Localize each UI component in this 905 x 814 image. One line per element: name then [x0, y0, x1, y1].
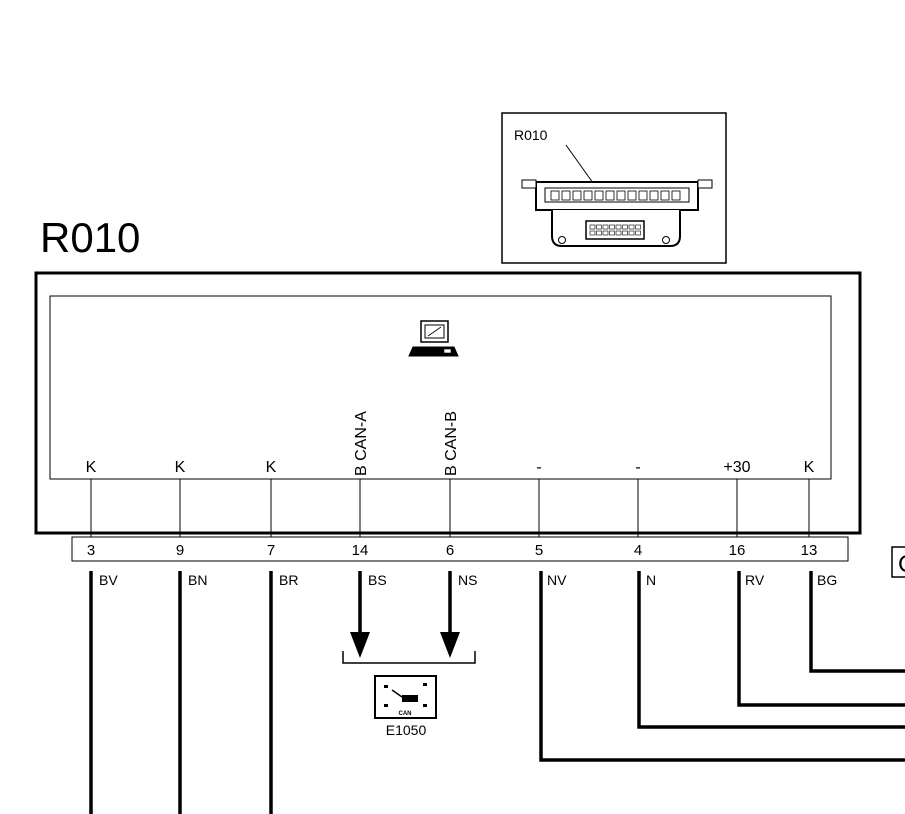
connector-pin-slot [615, 230, 622, 236]
edge-fragment: C [898, 551, 905, 578]
pin-number: 16 [729, 542, 746, 559]
inset-label: R010 [514, 127, 548, 143]
pin-strip [71, 536, 849, 562]
wire-color-label: RV [745, 572, 765, 588]
wire-rv [737, 571, 905, 707]
connector-pin-slot [622, 230, 628, 236]
pin-5: - 5NV [535, 459, 567, 588]
pin-number: 7 [267, 542, 275, 559]
pin-function-label: B CAN-B [443, 411, 460, 476]
connector-tooth [649, 190, 659, 201]
pin-function-label: K [86, 459, 97, 476]
ecu-box [34, 271, 862, 535]
pin-function-label: +30 [723, 459, 750, 476]
connector-tooth [583, 190, 593, 201]
connector-pin-slot [635, 230, 641, 236]
wire-color-label: BN [188, 572, 207, 588]
pin-6: B CAN-B 6NS [440, 411, 477, 658]
can-network-icon: CAN [374, 675, 437, 719]
connector-pin-slot [609, 230, 615, 236]
connector-pin-slot [628, 224, 635, 230]
connector-pin-slot [589, 230, 596, 236]
wire-n [637, 571, 905, 729]
pin-number: 14 [352, 542, 369, 559]
can-bracket [342, 651, 476, 664]
edge-box [891, 546, 905, 578]
connector-tooth [616, 190, 626, 201]
connector-tooth [627, 190, 637, 201]
wire-color-label: N [646, 572, 656, 588]
can-network-label: E1050 [386, 722, 427, 738]
wire-color-label: BV [99, 572, 118, 588]
wire-color-label: NS [458, 572, 477, 588]
pin-number: 5 [535, 542, 543, 559]
wire-color-label: NV [547, 572, 567, 588]
pin-function-label: K [804, 459, 815, 476]
connector-tooth [605, 190, 615, 201]
pin-number: 6 [446, 542, 454, 559]
connector-inset: R010 [501, 112, 727, 264]
connector-pin-slot [609, 224, 615, 230]
connector-pin-slot [596, 224, 602, 230]
pin-9: K 9BN [175, 459, 207, 814]
wire-nv [539, 571, 905, 762]
pin-function-label: - [635, 459, 640, 476]
connector-tooth [561, 190, 571, 201]
harness-wires [539, 571, 905, 762]
pin-4: - 4N [634, 459, 656, 588]
connector-pin-slot [615, 224, 622, 230]
wire-color-label: BS [368, 572, 387, 588]
connector-tooth [638, 190, 648, 201]
component-title: R010 [40, 214, 140, 261]
arrow-down-icon [350, 632, 370, 658]
connector-tooth [660, 190, 670, 201]
connector-icon [521, 179, 713, 247]
pin-number: 13 [801, 542, 818, 559]
connector-pin-slot [622, 224, 628, 230]
connector-pin-slot [589, 224, 596, 230]
connector-pin-slot [635, 224, 641, 230]
pin-function-label: - [536, 459, 541, 476]
wire-color-label: BG [817, 572, 837, 588]
arrow-down-icon [440, 632, 460, 658]
pin-3: K 3BV [86, 459, 118, 814]
pin-number: 9 [176, 542, 184, 559]
wire-color-label: BR [279, 572, 298, 588]
pin-function-label: B CAN-A [353, 411, 370, 476]
connector-pin-slot [596, 230, 602, 236]
wire-bg [809, 571, 905, 673]
connector-pin-slot [628, 230, 635, 236]
computer-icon [408, 320, 459, 357]
pin-function-label: K [175, 459, 186, 476]
connector-pin-slot [602, 230, 609, 236]
pin-7: K 7BR [266, 459, 298, 814]
connector-tooth [572, 190, 582, 201]
pin-number: 4 [634, 542, 642, 559]
can-icon-text: CAN [399, 711, 412, 717]
pin-function-label: K [266, 459, 277, 476]
connector-tooth [671, 190, 681, 201]
connector-tooth [594, 190, 604, 201]
connector-tooth [550, 190, 560, 201]
connector-pin-slot [602, 224, 609, 230]
pin-number: 3 [87, 542, 95, 559]
